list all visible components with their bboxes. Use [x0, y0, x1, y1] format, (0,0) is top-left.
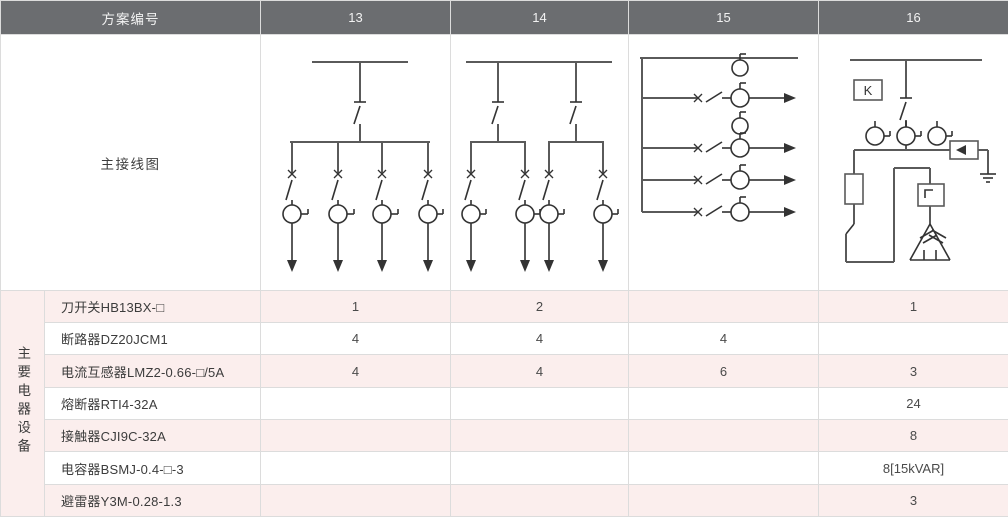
row-label: 接触器CJI9C-32A: [44, 419, 261, 453]
table-row: 熔断器RTI4-32A 24: [1, 386, 1008, 421]
cell-value: 1: [260, 289, 451, 324]
header-scheme-13: 13: [260, 0, 451, 36]
cell-value: [450, 451, 629, 485]
cell-value: 2: [450, 289, 629, 324]
cell-value: 4: [260, 322, 451, 356]
cell-value: 8: [818, 419, 1008, 453]
table-row: 避雷器Y3M-0.28-1.3 3: [1, 483, 1008, 517]
cell-value: 3: [818, 483, 1008, 517]
cell-value: 1: [818, 289, 1008, 324]
wiring-diagram-13: [260, 34, 451, 291]
cell-value: 4: [260, 354, 451, 388]
cell-value: [450, 386, 629, 421]
cell-value: 8[15kVAR]: [818, 451, 1008, 485]
wiring-diagram-16: K: [818, 34, 1008, 291]
cell-value: 4: [628, 322, 819, 356]
table-row: 电容器BSMJ-0.4-□-3 8[15kVAR]: [1, 451, 1008, 485]
group-label-main-equipment: 主要电器设备: [0, 289, 45, 517]
diagram-13-svg: [281, 60, 444, 272]
header-scheme-14: 14: [450, 0, 629, 36]
main-wiring-diagram-label: 主接线图: [0, 34, 261, 291]
table-row: 电流互感器LMZ2-0.66-□/5A 4 4 6 3: [1, 354, 1008, 388]
cell-value: [628, 483, 819, 517]
k-relay-label: K: [863, 83, 872, 98]
row-label: 避雷器Y3M-0.28-1.3: [44, 483, 261, 517]
header-scheme-15: 15: [628, 0, 819, 36]
header-scheme-16: 16: [818, 0, 1008, 36]
cell-value: 3: [818, 354, 1008, 388]
cell-value: 4: [450, 354, 629, 388]
cell-value: [260, 451, 451, 485]
row-label: 断路器DZ20JCM1: [44, 322, 261, 356]
cell-value: [260, 386, 451, 421]
diagram-16-svg: K: [843, 58, 996, 263]
cell-value: [260, 483, 451, 517]
cell-value: 4: [450, 322, 629, 356]
cell-value: [628, 451, 819, 485]
row-label: 电容器BSMJ-0.4-□-3: [44, 451, 261, 485]
cell-value: 6: [628, 354, 819, 388]
cell-value: [628, 386, 819, 421]
row-label: 电流互感器LMZ2-0.66-□/5A: [44, 354, 261, 388]
table-header-row: 方案编号 13 14 15 16: [0, 0, 1008, 36]
cell-value: [260, 419, 451, 453]
cell-value: [818, 322, 1008, 356]
wiring-diagram-14: [450, 34, 629, 291]
wiring-diagram-15: [628, 34, 819, 291]
cell-value: [628, 419, 819, 453]
row-label: 刀开关HB13BX-□: [44, 289, 261, 324]
main-wiring-diagram-row: 主接线图: [0, 34, 1008, 291]
diagram-15-svg: [639, 52, 798, 222]
cell-value: [450, 419, 629, 453]
diagram-14-svg: [460, 60, 619, 272]
cell-value: [628, 289, 819, 324]
cell-value: 24: [818, 386, 1008, 421]
row-label: 熔断器RTI4-32A: [44, 386, 261, 421]
header-scheme-label: 方案编号: [0, 0, 261, 36]
table-row: 接触器CJI9C-32A 8: [1, 419, 1008, 453]
cell-value: [450, 483, 629, 517]
table-row: 断路器DZ20JCM1 4 4 4: [1, 322, 1008, 356]
table-row: 主要电器设备 刀开关HB13BX-□ 1 2 1: [0, 289, 1008, 517]
